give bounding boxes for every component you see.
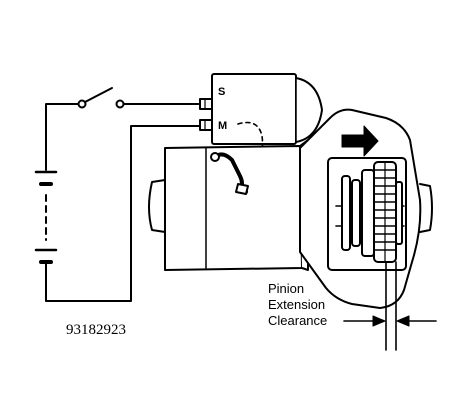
pinion-gear-teeth [373,161,397,263]
pinion-stop-collar [395,181,403,245]
solenoid-body [211,73,297,145]
switch-blade [84,87,113,103]
clearance-arrow-left-head [372,315,386,327]
wiring-circuit [45,103,205,302]
clutch-plate-2 [351,179,361,247]
terminal-m-label: M [218,120,227,132]
battery-symbol [34,170,58,269]
solenoid-rear-cap [295,77,323,143]
callout-line-1: Pinion [268,281,304,296]
field-lead-terminal [210,152,220,162]
clearance-callout: Pinion Extension Clearance [268,281,327,328]
clutch-plate-1 [341,175,351,251]
terminal-s-stud [199,98,213,110]
terminal-s-label: S [218,86,225,98]
drive-housing-nose [419,183,433,233]
pinion-assembly [335,161,405,263]
switch-contact-right [115,99,125,109]
figure-code: 93182923 [66,322,126,338]
solenoid: S M [199,73,323,145]
clutch-hub [361,169,375,257]
ignition-switch [77,87,125,109]
callout-line-3: Clearance [268,313,327,328]
wire-left-lower [45,125,205,302]
pinion-direction-arrow [341,125,379,157]
field-lead-lug [235,183,249,195]
switch-contact-left [77,99,87,109]
terminal-m-stud [199,119,213,131]
callout-line-2: Extension [268,297,325,312]
motor-rear-cap [148,179,166,233]
starter-motor [148,139,309,271]
wire-left [45,103,81,171]
clearance-arrow-right-head [396,315,410,327]
clearance-measurement [343,261,437,351]
